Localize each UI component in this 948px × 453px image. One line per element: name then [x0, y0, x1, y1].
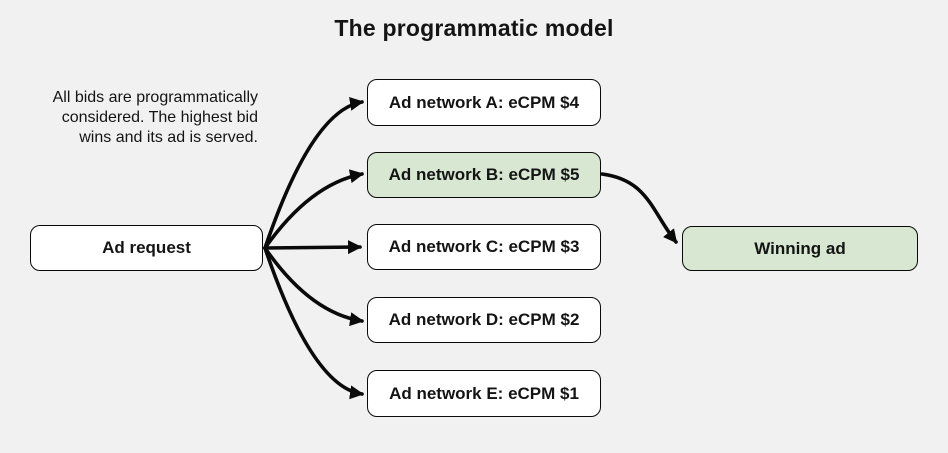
arrow-request-to-network-c	[263, 240, 362, 255]
arrow-request-to-network-d	[263, 246, 364, 327]
diagram-title: The programmatic model	[334, 15, 614, 41]
node-winning-ad-label: Winning ad	[754, 238, 846, 258]
description-line-1: All bids are programmatically	[52, 89, 258, 106]
node-ad-network-b-label: Ad network B: eCPM $5	[388, 165, 580, 184]
description-line-2: considered. The highest bid	[61, 109, 258, 126]
node-ad-network-b: Ad network B: eCPM $5	[367, 152, 601, 198]
description-text: All bids are programmatically considered…	[14, 88, 258, 148]
node-ad-network-d-label: Ad network D: eCPM $2	[388, 310, 580, 329]
arrow-network-b-to-winning-ad	[600, 172, 678, 244]
arrow-request-to-network-a	[263, 97, 364, 250]
arrow-request-to-network-b	[263, 169, 364, 250]
node-ad-network-a: Ad network A: eCPM $4	[367, 79, 601, 126]
node-ad-network-c: Ad network C: eCPM $3	[367, 224, 601, 270]
node-ad-network-c-label: Ad network C: eCPM $3	[388, 237, 580, 256]
description-line-3: wins and its ad is served.	[79, 129, 258, 146]
node-ad-request-label: Ad request	[102, 238, 191, 257]
node-ad-network-a-label: Ad network A: eCPM $4	[388, 92, 580, 112]
node-ad-network-e-label: Ad network E: eCPM $1	[389, 383, 579, 403]
node-winning-ad: Winning ad	[682, 226, 918, 271]
arrow-request-to-network-e	[263, 246, 364, 400]
node-ad-request: Ad request	[30, 225, 263, 271]
node-ad-network-d: Ad network D: eCPM $2	[367, 297, 601, 343]
node-ad-network-e: Ad network E: eCPM $1	[367, 370, 601, 417]
